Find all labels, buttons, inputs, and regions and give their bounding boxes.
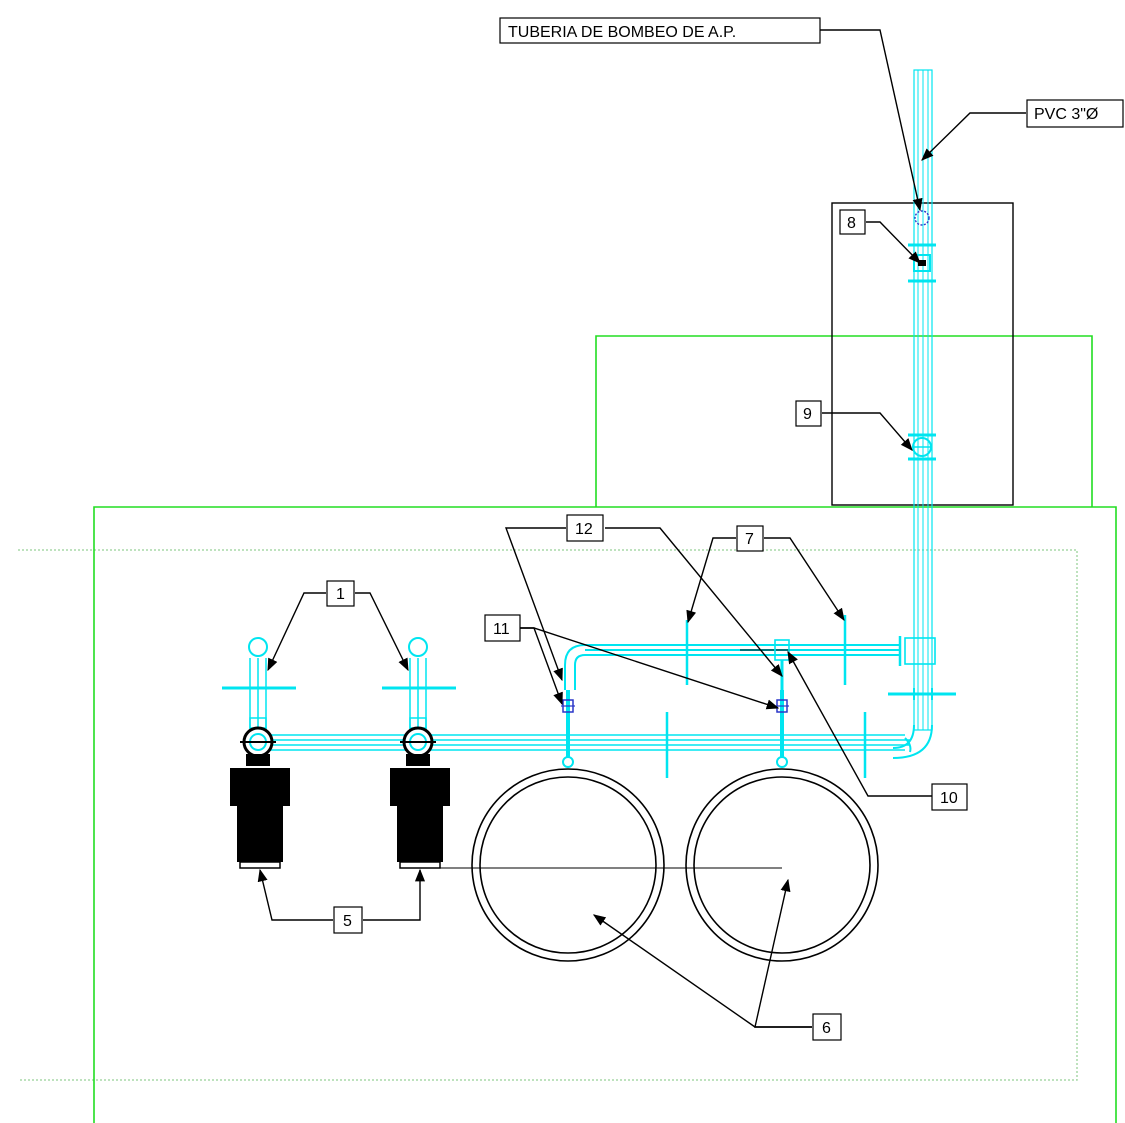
check-valve-8 xyxy=(908,243,936,283)
svg-text:1: 1 xyxy=(336,586,345,603)
svg-text:TUBERIA DE BOMBEO DE A.P.: TUBERIA DE BOMBEO DE A.P. xyxy=(508,24,736,41)
branch-valve-left xyxy=(561,690,575,768)
leader-1-left xyxy=(267,592,326,672)
branch-valve-right xyxy=(775,690,789,768)
vertical-main-pipe xyxy=(913,69,933,731)
svg-text:9: 9 xyxy=(803,406,812,423)
dashed-boundary xyxy=(18,549,1078,1081)
leader-5-left xyxy=(257,868,333,921)
leader-6-right xyxy=(754,878,812,1028)
pump-assembly-right xyxy=(382,637,456,869)
label-1: 1 xyxy=(326,580,355,607)
svg-text:6: 6 xyxy=(822,1020,831,1037)
leader-12-right xyxy=(605,527,783,677)
svg-text:10: 10 xyxy=(940,790,958,807)
leader-11-right xyxy=(520,627,780,710)
lower-horizontal-pipe xyxy=(250,712,910,778)
leader-7-left xyxy=(686,537,736,624)
pump-assembly-left xyxy=(222,637,296,869)
label-6: 6 xyxy=(812,1013,842,1041)
leader-pvc xyxy=(921,112,1026,161)
leader-8 xyxy=(866,221,921,264)
site-boundary xyxy=(93,335,1117,1123)
label-7: 7 xyxy=(736,525,764,552)
label-pvc: PVC 3"Ø xyxy=(1026,99,1124,128)
tank-right xyxy=(685,768,879,962)
tank-left xyxy=(471,768,665,962)
label-12: 12 xyxy=(566,514,604,542)
upper-horizontal-pipe xyxy=(564,615,900,690)
label-5: 5 xyxy=(333,906,363,934)
svg-text:8: 8 xyxy=(847,215,856,232)
label-tuberia: TUBERIA DE BOMBEO DE A.P. xyxy=(499,17,821,44)
leader-12-left xyxy=(504,527,566,682)
label-8: 8 xyxy=(839,209,866,235)
label-11: 11 xyxy=(484,614,521,642)
svg-text:5: 5 xyxy=(343,913,352,930)
leader-11-left xyxy=(520,627,563,706)
leader-tuberia xyxy=(820,29,923,212)
pipe-marker-circle xyxy=(914,210,930,226)
leader-9 xyxy=(822,412,913,451)
svg-text:PVC 3"Ø: PVC 3"Ø xyxy=(1034,106,1098,123)
svg-text:12: 12 xyxy=(575,521,593,538)
label-10: 10 xyxy=(931,783,968,811)
leader-7-right xyxy=(764,537,845,622)
leader-10 xyxy=(787,650,932,797)
leader-1-right xyxy=(355,592,409,672)
leader-5-right xyxy=(363,868,426,921)
svg-text:11: 11 xyxy=(493,621,510,638)
gate-valve-9 xyxy=(908,433,936,461)
label-9: 9 xyxy=(795,400,822,427)
svg-text:7: 7 xyxy=(745,531,754,548)
leader-6-left xyxy=(592,914,812,1028)
